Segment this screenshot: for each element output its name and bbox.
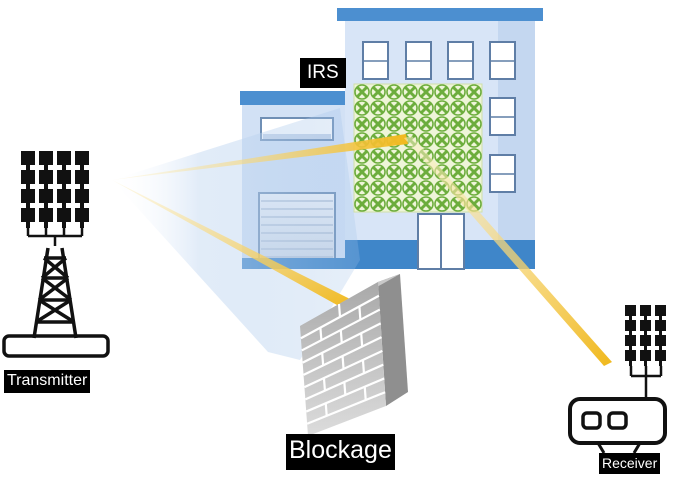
irs-element — [386, 148, 402, 164]
irs-element — [418, 84, 434, 100]
irs-element — [466, 116, 482, 132]
irs-element — [418, 132, 434, 148]
irs-element — [434, 84, 450, 100]
irs-element — [370, 116, 386, 132]
irs-element — [450, 132, 466, 148]
irs-element — [354, 116, 370, 132]
irs-element — [466, 84, 482, 100]
irs-element — [370, 100, 386, 116]
irs-element — [386, 196, 402, 212]
irs-element — [466, 148, 482, 164]
beam-transmitter-to-irs — [112, 134, 408, 180]
irs-label: IRS — [300, 58, 346, 88]
irs-element — [402, 180, 418, 196]
irs-element — [386, 100, 402, 116]
antenna-tower-icon — [2, 151, 110, 358]
irs-element — [434, 196, 450, 212]
irs-element — [386, 164, 402, 180]
irs-element — [450, 148, 466, 164]
irs-element — [434, 100, 450, 116]
irs-element — [354, 180, 370, 196]
irs-element — [370, 164, 386, 180]
irs-element — [466, 164, 482, 180]
irs-element — [354, 84, 370, 100]
irs-element — [450, 100, 466, 116]
irs-element — [354, 196, 370, 212]
irs-element — [370, 148, 386, 164]
irs-element — [466, 100, 482, 116]
irs-element — [370, 180, 386, 196]
irs-element — [450, 116, 466, 132]
irs-element — [386, 116, 402, 132]
irs-element — [418, 100, 434, 116]
irs-element — [418, 196, 434, 212]
irs-element — [466, 132, 482, 148]
irs-element — [434, 148, 450, 164]
irs-element — [402, 116, 418, 132]
irs-element — [450, 84, 466, 100]
receiver-label: Receiver — [599, 453, 661, 474]
irs-element — [402, 148, 418, 164]
beam-transmitter-to-blockage — [112, 180, 352, 310]
irs-element — [354, 164, 370, 180]
irs-element — [434, 116, 450, 132]
irs-element — [402, 196, 418, 212]
irs-element — [450, 164, 466, 180]
irs-element — [418, 164, 434, 180]
irs-element — [466, 180, 482, 196]
irs-element — [418, 116, 434, 132]
irs-element — [402, 164, 418, 180]
irs-element — [402, 100, 418, 116]
beam-irs-to-receiver — [404, 136, 612, 366]
irs-element — [370, 84, 386, 100]
brick-wall-icon — [300, 274, 408, 436]
router-antenna-icon — [568, 305, 667, 454]
blockage-label: Blockage — [286, 434, 395, 470]
irs-element — [354, 100, 370, 116]
irs-element — [370, 196, 386, 212]
irs-element — [402, 84, 418, 100]
irs-element — [434, 132, 450, 148]
irs-element — [386, 180, 402, 196]
transmitter-label: Transmitter — [4, 370, 91, 393]
irs-element — [418, 180, 434, 196]
irs-element — [386, 84, 402, 100]
